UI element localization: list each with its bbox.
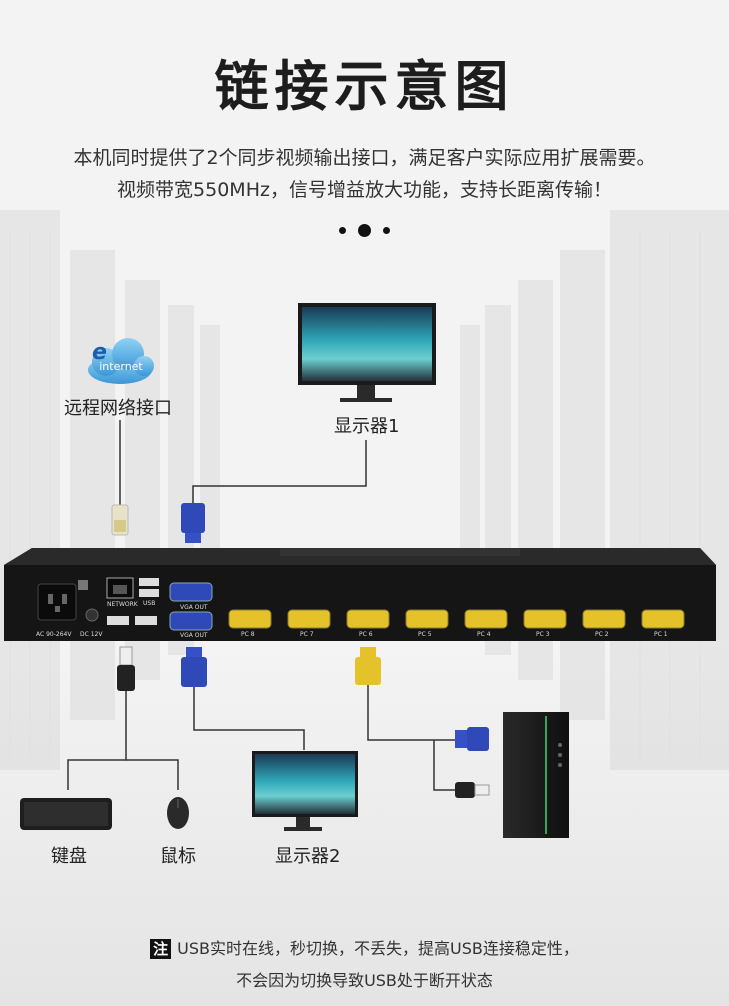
mouse-icon bbox=[167, 797, 189, 829]
usb-port-label: USB bbox=[143, 600, 155, 607]
vga-out-label-top: VGA OUT bbox=[180, 604, 208, 611]
pagination-dots bbox=[0, 220, 729, 239]
monitor-2-cable bbox=[193, 687, 305, 750]
note-text-1: USB实时在线，秒切换，不丢失，提高USB连接稳定性， bbox=[177, 939, 579, 958]
pc-port-7 bbox=[287, 609, 331, 629]
subtitle-line-2: 视频带宽550MHz，信号增益放大功能，支持长距离传输！ bbox=[117, 179, 612, 201]
keyboard-cable bbox=[67, 691, 127, 790]
pc-port-8 bbox=[228, 609, 272, 629]
network-port-label: NETWORK bbox=[107, 601, 139, 608]
pc-tower-icon bbox=[503, 712, 569, 838]
pc-port-label: PC 1 bbox=[654, 631, 668, 638]
dc-label: DC 12V bbox=[80, 631, 103, 638]
pc-port-1 bbox=[641, 609, 685, 629]
vga-plug-yellow-icon bbox=[355, 647, 381, 685]
monitor-2-icon bbox=[252, 751, 358, 831]
monitor-1-icon bbox=[298, 303, 436, 402]
note-line-1: 注 USB实时在线，秒切换，不丢失，提高USB连接稳定性， bbox=[0, 935, 729, 959]
monitor-1-cable bbox=[192, 440, 367, 503]
pc-port-label: PC 8 bbox=[241, 631, 255, 638]
monitor-1-label: 显示器1 bbox=[334, 416, 400, 437]
internet-cloud: e internet bbox=[86, 338, 156, 384]
vga-out-label-bottom: VGA OUT bbox=[180, 632, 208, 639]
usb-plug-icon bbox=[117, 646, 135, 691]
pc-port-3 bbox=[523, 609, 567, 629]
mouse-label: 鼠标 bbox=[160, 846, 196, 867]
pc-port-label: PC 3 bbox=[536, 631, 550, 638]
dot-small bbox=[339, 227, 346, 234]
mouse-cable bbox=[126, 759, 179, 790]
note-tag: 注 bbox=[150, 939, 172, 959]
keyboard-icon bbox=[20, 798, 112, 830]
ie-logo-icon: e bbox=[92, 340, 107, 365]
pc-port-label: PC 6 bbox=[359, 631, 373, 638]
subtitle-line-1: 本机同时提供了2个同步视频输出接口，满足客户实际应用扩展需要。 bbox=[73, 147, 656, 169]
rj45-plug-icon bbox=[111, 504, 129, 536]
vga-plug-blue-pc-icon bbox=[455, 727, 489, 751]
dot-large bbox=[358, 224, 371, 237]
power-label: AC 90-264V bbox=[36, 631, 72, 638]
cloud-text: internet bbox=[99, 360, 143, 373]
remote-network-label: 远程网络接口 bbox=[64, 398, 172, 419]
pc-ports-group: PC 8 PC 7 PC 6 PC 5 PC 4 PC 3 PC 2 PC 1 bbox=[228, 609, 685, 638]
pc-usb-cable bbox=[433, 740, 455, 791]
monitor-2-label: 显示器2 bbox=[275, 846, 341, 867]
pc-port-label: PC 7 bbox=[300, 631, 314, 638]
vga-plug-blue-bottom-icon bbox=[181, 647, 207, 687]
pc-port-2 bbox=[582, 609, 626, 629]
cloud-internet-icon bbox=[88, 338, 154, 384]
pc-port-label: PC 2 bbox=[595, 631, 609, 638]
pc-port-label: PC 5 bbox=[418, 631, 432, 638]
pc-port-4 bbox=[464, 609, 508, 629]
page-title: 链接示意图 bbox=[214, 55, 515, 118]
pc-vga-cable bbox=[367, 685, 455, 741]
note-line-2: 不会因为切换导致USB处于断开状态 bbox=[236, 971, 493, 990]
pc-port-6 bbox=[346, 609, 390, 629]
usb-plug-pc-icon bbox=[455, 782, 490, 798]
pc-port-5 bbox=[405, 609, 449, 629]
pc-port-label: PC 4 bbox=[477, 631, 491, 638]
keyboard-label: 键盘 bbox=[51, 846, 87, 867]
dot-small bbox=[383, 227, 390, 234]
vga-plug-blue-top-icon bbox=[181, 503, 205, 543]
